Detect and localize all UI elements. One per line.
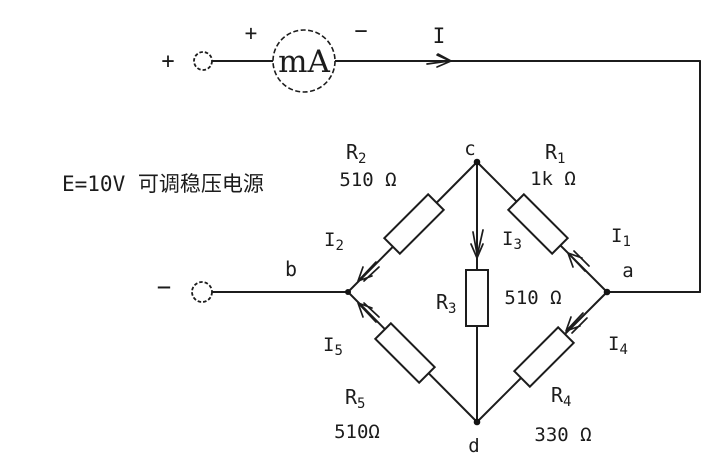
i4-sub: 4 — [619, 342, 627, 358]
r5-base: R — [345, 385, 358, 409]
resistor-r5-value: 510Ω — [334, 421, 380, 443]
i3-base: I — [502, 228, 513, 250]
i5-base: I — [323, 334, 334, 356]
resistor-r2-body — [382, 192, 446, 256]
node-c-dot — [473, 158, 481, 166]
resistor-r4-value: 330 Ω — [534, 424, 591, 446]
i4-base: I — [608, 333, 619, 355]
source-positive-sign: + — [161, 49, 174, 74]
resistor-r5-label: R5 — [345, 385, 365, 412]
meter-label: mA — [278, 44, 330, 80]
resistor-r2-value: 510 Ω — [339, 169, 396, 191]
i1-base: I — [611, 225, 622, 247]
i1-sub: 1 — [622, 234, 630, 250]
resistor-r1-body — [506, 192, 570, 256]
resistor-r3-value: 510 Ω — [504, 287, 561, 309]
resistor-r4-body — [512, 325, 576, 389]
current-arrow-i3 — [470, 229, 484, 259]
source-negative-sign: − — [157, 273, 171, 301]
node-d-label: d — [468, 435, 479, 457]
resistor-r2-label: R2 — [346, 140, 366, 167]
current-arrow-i-main — [426, 53, 452, 68]
current-i3-label: I3 — [502, 228, 522, 253]
current-arrow-i1 — [567, 250, 590, 272]
current-arrow-i2 — [357, 261, 380, 282]
i5-sub: 5 — [334, 343, 342, 359]
resistor-r1-value: 1k Ω — [530, 168, 576, 190]
current-arrow-i4 — [565, 312, 588, 334]
current-arrow-i5 — [357, 302, 380, 323]
r2-base: R — [346, 140, 359, 164]
node-a-label: a — [622, 260, 633, 282]
i2-base: I — [324, 229, 335, 251]
resistor-r1-label: R1 — [545, 140, 565, 167]
node-d-dot — [473, 418, 481, 426]
resistor-r3-label: R3 — [436, 290, 456, 317]
node-b-dot — [345, 289, 351, 295]
node-a-dot — [603, 288, 611, 296]
meter-minus-sign: − — [354, 19, 367, 44]
resistor-r5-body — [373, 321, 437, 385]
current-i2-label: I2 — [324, 229, 344, 254]
current-i5-label: I5 — [323, 334, 343, 359]
milliammeter-body — [272, 29, 336, 93]
source-label: E=10V 可调稳压电源 — [62, 172, 264, 196]
r5-sub: 5 — [357, 396, 365, 412]
main-current-label: I — [433, 24, 446, 48]
terminal-negative — [191, 281, 213, 303]
r2-sub: 2 — [358, 151, 366, 167]
r3-sub: 3 — [448, 301, 456, 317]
r1-base: R — [545, 140, 558, 164]
i3-sub: 3 — [513, 237, 521, 253]
i2-sub: 2 — [335, 238, 343, 254]
current-i4-label: I4 — [608, 333, 628, 358]
r3-base: R — [436, 290, 449, 314]
node-b-label: b — [285, 257, 297, 281]
r4-base: R — [551, 383, 564, 407]
meter-plus-sign: + — [245, 21, 258, 45]
resistor-r3-body — [465, 269, 489, 327]
r1-sub: 1 — [557, 151, 565, 167]
terminal-positive — [193, 51, 213, 71]
node-c-label: c — [464, 138, 475, 160]
r4-sub: 4 — [563, 394, 571, 410]
resistor-r4-label: R4 — [551, 383, 571, 410]
current-i1-label: I1 — [611, 225, 631, 250]
